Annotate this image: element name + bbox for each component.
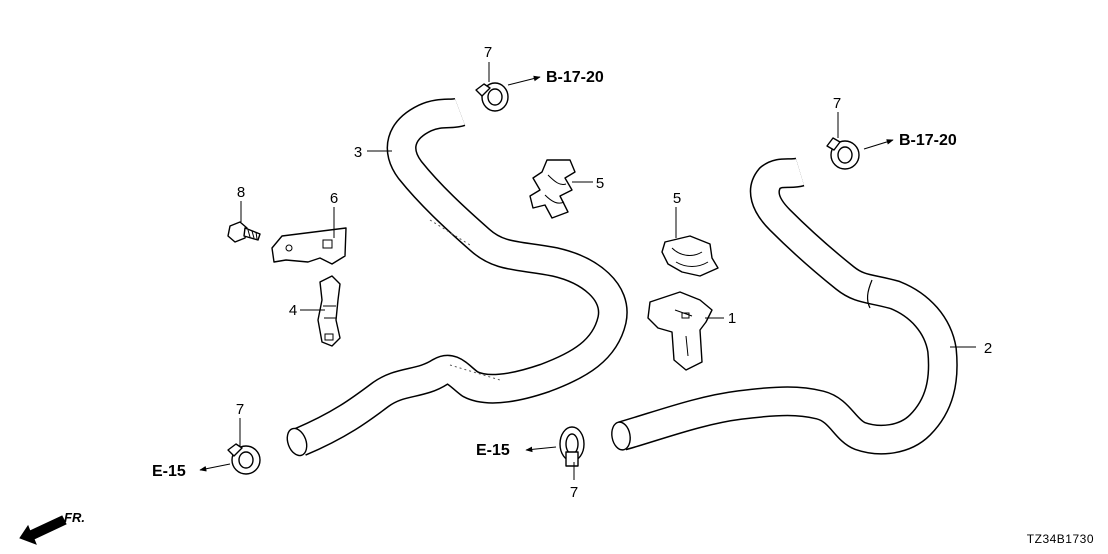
callout-7-right: 7 bbox=[833, 95, 841, 112]
callout-6: 6 bbox=[330, 190, 338, 207]
clip-part-5-upper[interactable] bbox=[529, 159, 576, 219]
callout-8: 8 bbox=[237, 184, 245, 201]
callout-5-upper: 5 bbox=[596, 175, 604, 192]
hose-part-3[interactable] bbox=[284, 97, 628, 458]
ref-b-17-20-right[interactable]: B-17-20 bbox=[899, 132, 957, 149]
callout-7-top: 7 bbox=[484, 44, 492, 61]
callout-2: 2 bbox=[984, 340, 992, 357]
leader-lines bbox=[239, 62, 976, 480]
hose-clamp-part-7-bottom[interactable] bbox=[559, 426, 585, 467]
callout-4: 4 bbox=[289, 302, 297, 319]
bracket-part-1[interactable] bbox=[647, 291, 713, 371]
bracket-part-6[interactable] bbox=[271, 227, 347, 265]
hose-clamp-part-7-top[interactable] bbox=[475, 82, 509, 112]
callout-3: 3 bbox=[354, 144, 362, 161]
reference-arrows bbox=[199, 75, 894, 472]
diagram-code: TZ34B1730 bbox=[1027, 532, 1094, 546]
bolt-part-8[interactable] bbox=[227, 221, 261, 243]
callout-1: 1 bbox=[728, 310, 736, 327]
ref-b-17-20-top[interactable]: B-17-20 bbox=[546, 69, 604, 86]
front-direction-arrow-icon bbox=[19, 515, 67, 545]
callout-7-left: 7 bbox=[236, 401, 244, 418]
ref-e-15-bottom[interactable]: E-15 bbox=[476, 442, 510, 459]
hose-clamp-part-7-right[interactable] bbox=[826, 137, 860, 170]
clip-part-4[interactable] bbox=[317, 275, 341, 347]
ref-e-15-left[interactable]: E-15 bbox=[152, 463, 186, 480]
hose-clamp-part-7-left[interactable] bbox=[227, 443, 261, 475]
hose-part-2[interactable] bbox=[610, 157, 958, 455]
clip-part-5-lower[interactable] bbox=[661, 235, 719, 277]
front-label: FR. bbox=[64, 510, 85, 525]
callout-7-bottom: 7 bbox=[570, 484, 578, 501]
callout-5-lower: 5 bbox=[673, 190, 681, 207]
